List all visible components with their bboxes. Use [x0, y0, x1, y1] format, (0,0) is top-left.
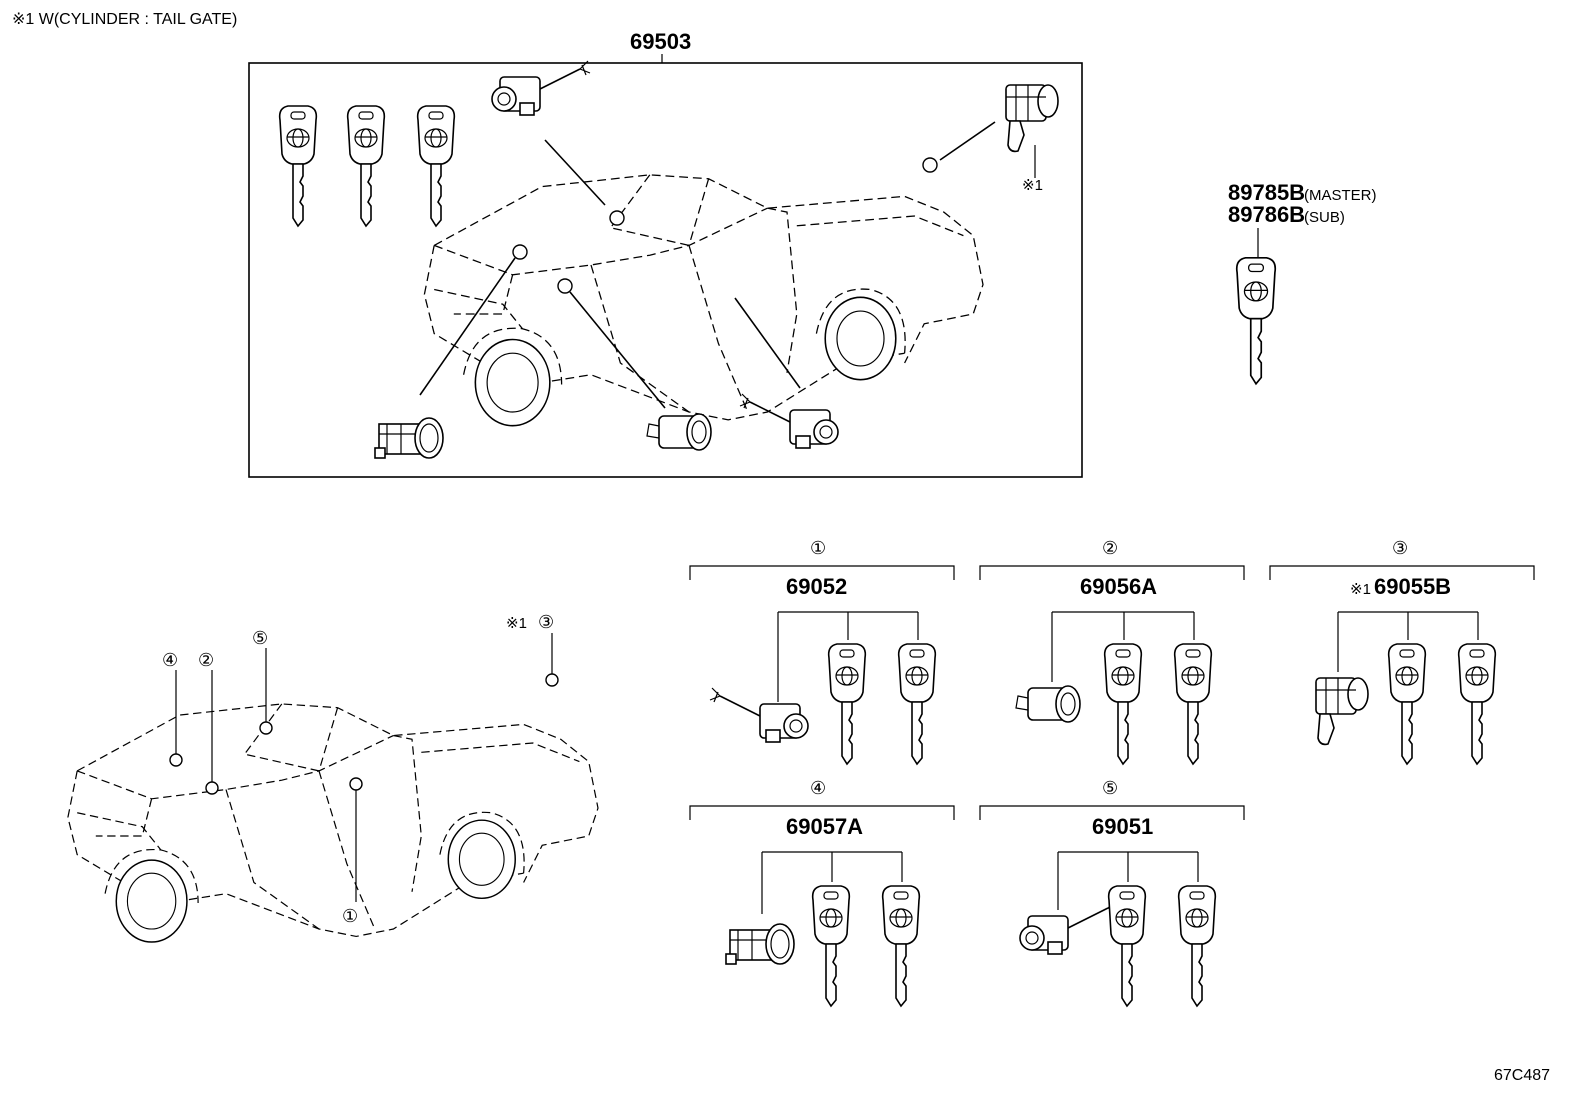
location-group: ④ ② ⑤ ※1 ③ ① — [67, 612, 599, 943]
sub-kit-part-number: 69057A — [786, 814, 863, 839]
key-icon — [416, 105, 456, 227]
key-icon — [897, 643, 937, 765]
key-icon — [881, 885, 921, 1007]
location-callout-1: ① — [342, 906, 358, 926]
sub-kit-5: ⑤ 69051 — [979, 778, 1245, 1007]
key-icon — [346, 105, 386, 227]
sub-kit-part-number: 69051 — [1092, 814, 1153, 839]
hood-lock-cylinder-icon — [1019, 899, 1119, 955]
arrow — [734, 297, 801, 389]
sub-key-note: (SUB) — [1304, 209, 1345, 226]
master-key-part-number: 89785B — [1228, 180, 1305, 205]
sub-kit-3: ③ ※1 69055B — [1269, 538, 1535, 765]
key-icon — [1103, 643, 1143, 765]
main-set-group: 69503 ※1 — [248, 29, 1083, 478]
arrow — [544, 139, 606, 206]
diagram-code: 67C487 — [1494, 1067, 1550, 1084]
arrow — [939, 121, 996, 161]
transponder-key-icon — [1235, 256, 1277, 385]
master-key-note: (MASTER) — [1304, 187, 1377, 204]
location-callout-4: ④ — [162, 650, 178, 670]
sub-kit-circle: ④ — [810, 778, 826, 798]
tail-gate-cylinder-icon — [1315, 677, 1369, 746]
arrow — [569, 291, 666, 409]
header-note: ※1 W(CYLINDER : TAIL GATE) — [12, 11, 237, 28]
ignition-cylinder-icon — [374, 417, 444, 459]
main-set-box — [248, 62, 1083, 478]
truck-outline — [423, 174, 984, 427]
location-callout-3: ③ — [538, 612, 554, 632]
glove-box-cylinder-icon — [1015, 685, 1081, 723]
sub-kit-circle: ③ — [1392, 538, 1408, 558]
location-callout-5: ⑤ — [252, 628, 268, 648]
sub-key-part-number: 89786B — [1228, 202, 1305, 227]
hood-lock-cylinder-icon — [491, 60, 591, 116]
sub-kit-part-number: 69055B — [1374, 574, 1451, 599]
sub-kit-mark: ※1 — [1350, 581, 1371, 598]
door-lock-cylinder-icon — [739, 393, 839, 449]
key-icon — [278, 105, 318, 227]
key-icon — [1177, 885, 1217, 1007]
key-icon — [1457, 643, 1497, 765]
sub-kit-1: ① 69052 — [689, 538, 955, 765]
sub-kit-circle: ② — [1102, 538, 1118, 558]
main-set-part-number: 69503 — [630, 29, 691, 54]
key-icon — [1387, 643, 1427, 765]
arrow — [419, 257, 516, 396]
glove-box-cylinder-icon — [646, 413, 712, 451]
tail-gate-mark: ※1 — [1022, 177, 1043, 194]
key-icon — [1107, 885, 1147, 1007]
key-icon — [811, 885, 851, 1007]
ignition-cylinder-icon — [725, 923, 795, 965]
key-icon — [827, 643, 867, 765]
tail-gate-cylinder-icon — [1005, 84, 1059, 153]
sub-kit-2: ② 69056A — [979, 538, 1245, 765]
sub-kit-circle: ① — [810, 538, 826, 558]
sub-kit-4: ④ 69057A — [689, 778, 955, 1007]
sub-kit-circle: ⑤ — [1102, 778, 1118, 798]
location-callout-2: ② — [198, 650, 214, 670]
truck-outline — [67, 703, 599, 943]
key-icon — [1173, 643, 1213, 765]
transponder-key-group: 89785B (MASTER) 89786B (SUB) — [1228, 180, 1377, 385]
location-tail-gate-mark: ※1 — [506, 615, 527, 632]
sub-kit-part-number: 69056A — [1080, 574, 1157, 599]
sub-kit-part-number: 69052 — [786, 574, 847, 599]
door-lock-cylinder-icon — [709, 687, 809, 743]
